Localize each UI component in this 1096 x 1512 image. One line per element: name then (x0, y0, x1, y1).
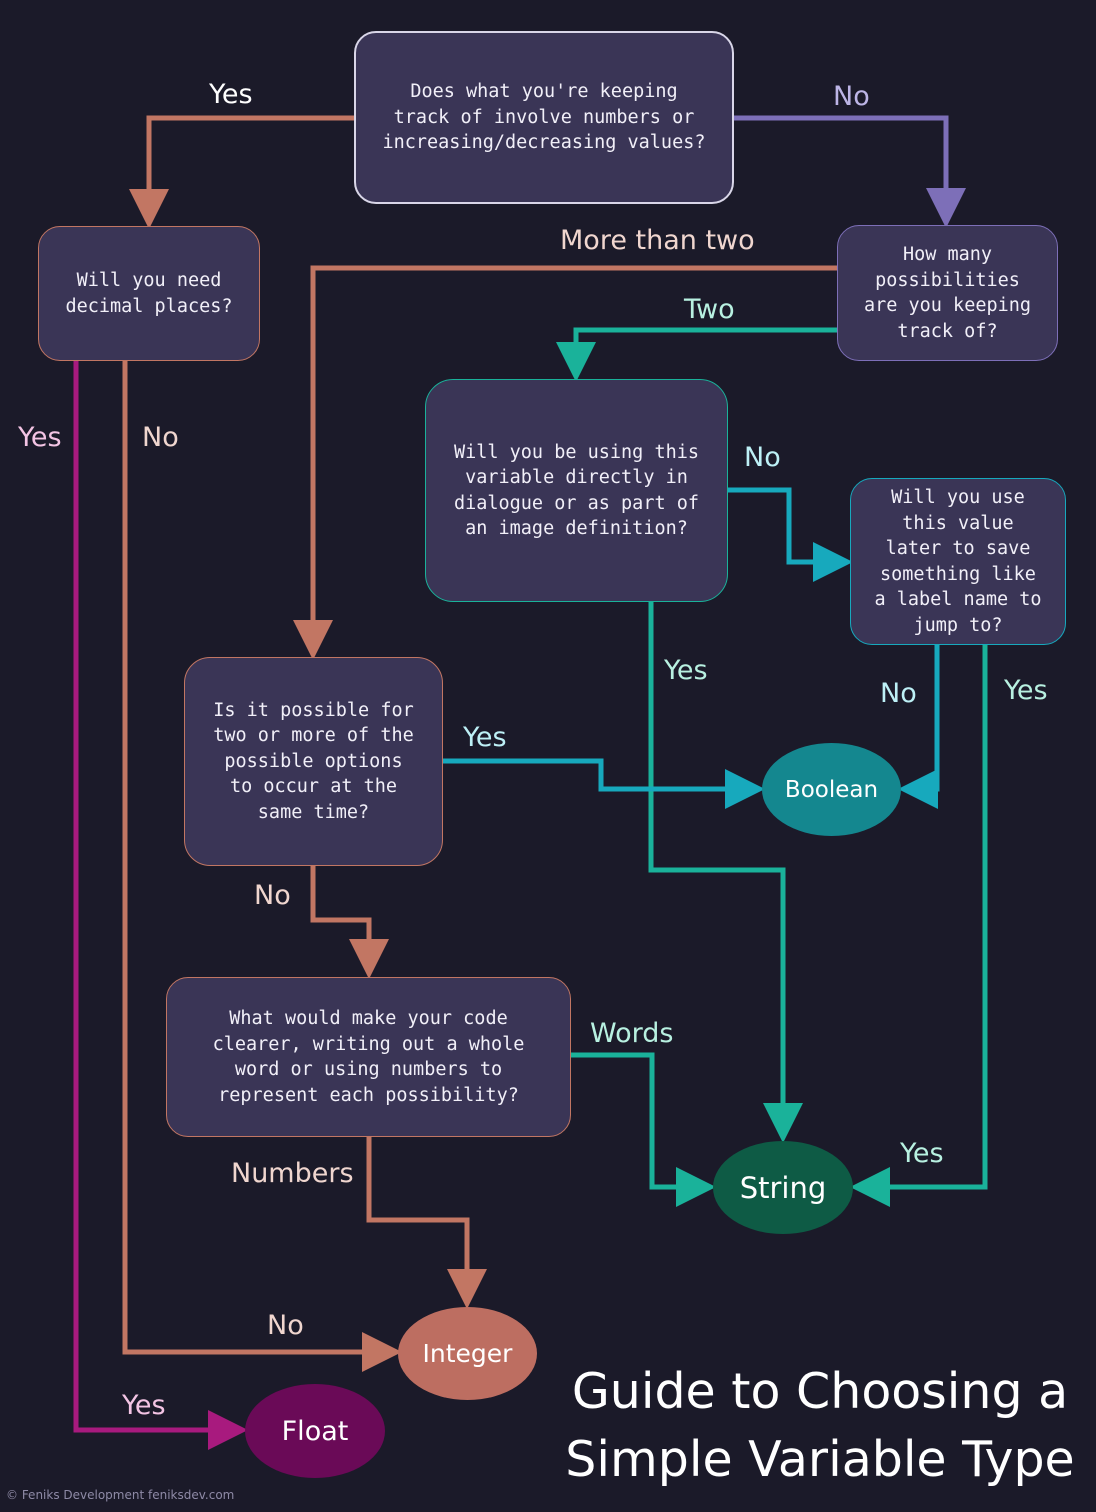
label-numbers-yes: Yes (209, 79, 253, 110)
edge-decimal-yes (73, 361, 248, 1450)
edge-numbers-yes (129, 115, 354, 229)
question-clearer: What would make your code clearer, writi… (166, 977, 571, 1137)
label-decimal-yes: Yes (18, 422, 62, 453)
result-float-label: Float (281, 1415, 349, 1447)
question-decimal: Will you need decimal places? (38, 226, 260, 361)
label-integer-no: No (267, 1310, 304, 1341)
edge-clearer-words (571, 1052, 716, 1207)
label-string-yes: Yes (900, 1138, 944, 1169)
label-clearer-numbers: Numbers (231, 1158, 354, 1189)
result-integer-label: Integer (422, 1339, 513, 1368)
question-how-many-text: How many possibilities are you keeping t… (863, 244, 1032, 342)
footer-credit: © Feniks Development feniksdev.com (6, 1488, 235, 1502)
label-dialogue-no: No (744, 442, 781, 473)
edge-simultaneous-yes (443, 758, 765, 809)
edge-two (556, 327, 837, 382)
question-numbers: Does what you're keeping track of involv… (354, 31, 734, 204)
label-more-than-two: More than two (560, 225, 755, 256)
label-decimal-no: No (142, 422, 179, 453)
question-decimal-text: Will you need decimal places? (65, 270, 233, 317)
page-title: Guide to Choosing a Simple Variable Type (565, 1363, 1075, 1488)
question-label: Will you use this value later to save so… (850, 478, 1066, 645)
label-float-yes: Yes (122, 1390, 166, 1421)
label-two: Two (684, 294, 735, 325)
label-clearer-words: Words (590, 1018, 674, 1049)
edge-numbers-no (734, 115, 966, 228)
result-float: Float (245, 1384, 385, 1478)
question-simultaneous-text: Is it possible for two or more of the po… (213, 699, 414, 823)
label-simultaneous-yes: Yes (463, 722, 507, 753)
question-how-many: How many possibilities are you keeping t… (837, 225, 1058, 361)
label-label-yes: Yes (1004, 675, 1048, 706)
result-integer: Integer (398, 1307, 537, 1400)
edge-more-than-two (293, 265, 837, 660)
question-clearer-text: What would make your code clearer, writi… (212, 1008, 525, 1106)
edge-label-yes (850, 645, 988, 1207)
edge-dialogue-no (728, 487, 853, 582)
result-string: String (713, 1141, 853, 1234)
result-boolean: Boolean (762, 743, 901, 836)
question-numbers-text: Does what you're keeping track of involv… (382, 81, 706, 154)
result-string-label: String (739, 1170, 827, 1205)
edge-simultaneous-no (310, 866, 389, 979)
question-label-text: Will you use this value later to save so… (874, 487, 1042, 636)
label-simultaneous-no: No (254, 880, 291, 911)
result-boolean-label: Boolean (784, 776, 879, 803)
edge-dialogue-yes (648, 602, 803, 1143)
label-numbers-no: No (833, 81, 870, 112)
label-dialogue-yes: Yes (664, 655, 708, 686)
question-dialogue-text: Will you be using this variable directly… (453, 441, 700, 540)
label-label-no: No (880, 678, 917, 709)
edge-decimal-no (122, 361, 402, 1372)
question-simultaneous: Is it possible for two or more of the po… (184, 657, 443, 866)
edge-clearer-numbers (366, 1137, 487, 1309)
question-dialogue: Will you be using this variable directly… (425, 379, 728, 602)
edge-label-no (898, 645, 940, 809)
